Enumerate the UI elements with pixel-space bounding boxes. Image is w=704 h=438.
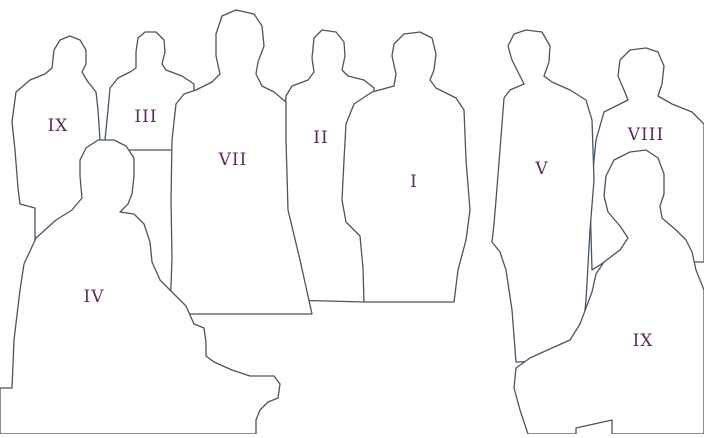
- label-i: I: [410, 172, 418, 192]
- label-viii: VIII: [627, 125, 664, 145]
- figure-v: V: [492, 30, 594, 362]
- label-v: V: [534, 159, 548, 179]
- label-ix-back: IX: [48, 116, 69, 136]
- label-ii: II: [313, 128, 328, 148]
- label-iv: IV: [84, 287, 105, 307]
- label-ix-seated: IX: [633, 331, 654, 351]
- label-vii: VII: [218, 150, 248, 170]
- label-iii: III: [134, 107, 157, 127]
